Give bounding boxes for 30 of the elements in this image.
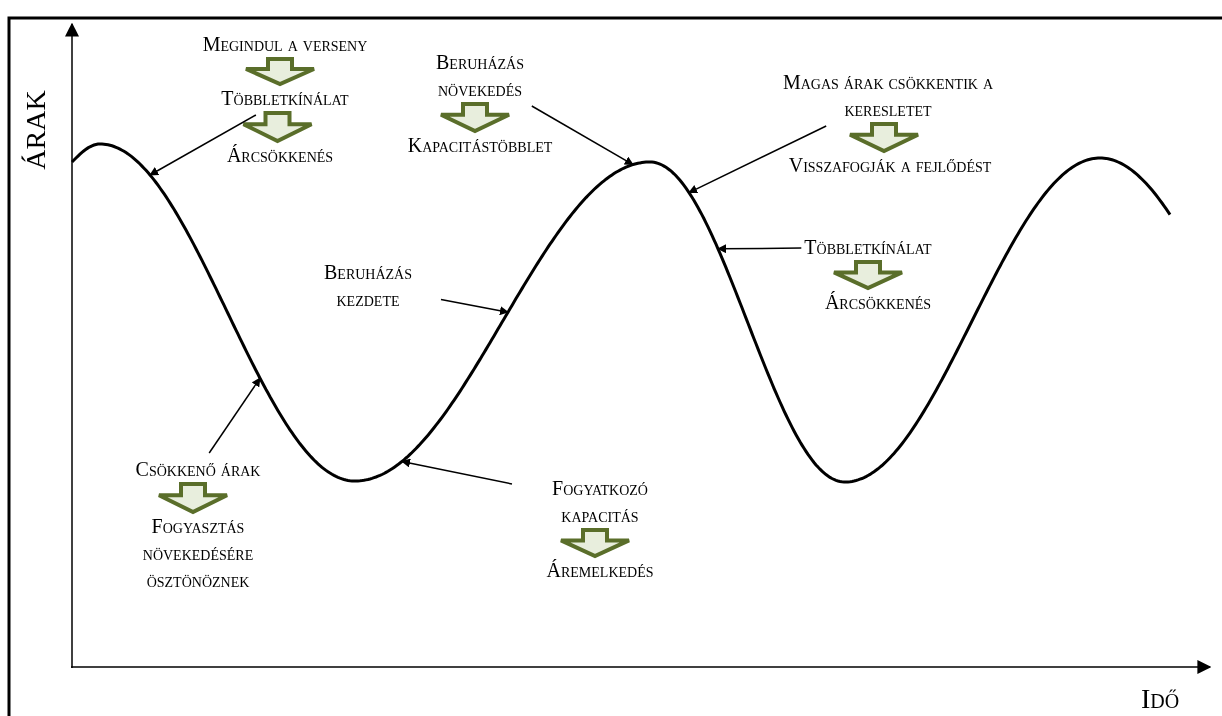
annotation-text: Árcsökkenés (226, 142, 334, 169)
axis-label: Idő (1140, 683, 1180, 715)
annotation-text: Többletkínálat (804, 234, 932, 261)
annotation-text: Többletkínálat (221, 85, 349, 112)
annotation-text: Fogyatkozó kapacitás (515, 475, 685, 529)
annotation-text: Beruházás kezdete (298, 259, 438, 313)
leader-arrow (531, 105, 634, 166)
axis-label: ÁRAK (20, 90, 52, 170)
block-arrow (559, 528, 631, 559)
block-arrow (241, 111, 314, 144)
block-arrow (439, 102, 511, 134)
leader-arrow (208, 377, 261, 454)
leader-arrow (688, 125, 827, 194)
block-arrow (832, 260, 904, 291)
leader-arrow (440, 298, 509, 316)
annotation-text: Megindul a verseny (202, 31, 368, 58)
annotation-text: Fogyasztás növekedésére ösztönöznek (108, 513, 288, 594)
block-arrow (848, 122, 920, 154)
block-arrow (244, 57, 316, 87)
annotation-text: Árcsökkenés (824, 289, 932, 316)
annotation-text: Beruházás növekedés (400, 49, 560, 103)
annotation-text: Magas árak csökkentik a keresletet (738, 69, 1038, 123)
annotation-text: Csökkenő árak (135, 456, 261, 483)
annotation-text: Áremelkedés (546, 557, 654, 584)
annotation-text: Kapacitástöbblet (407, 132, 553, 159)
block-arrow (157, 482, 229, 515)
leader-arrow (717, 244, 803, 254)
leader-arrow (149, 114, 257, 176)
annotation-text: Visszafogják a fejlődést (788, 152, 992, 179)
leader-arrow (401, 458, 513, 485)
